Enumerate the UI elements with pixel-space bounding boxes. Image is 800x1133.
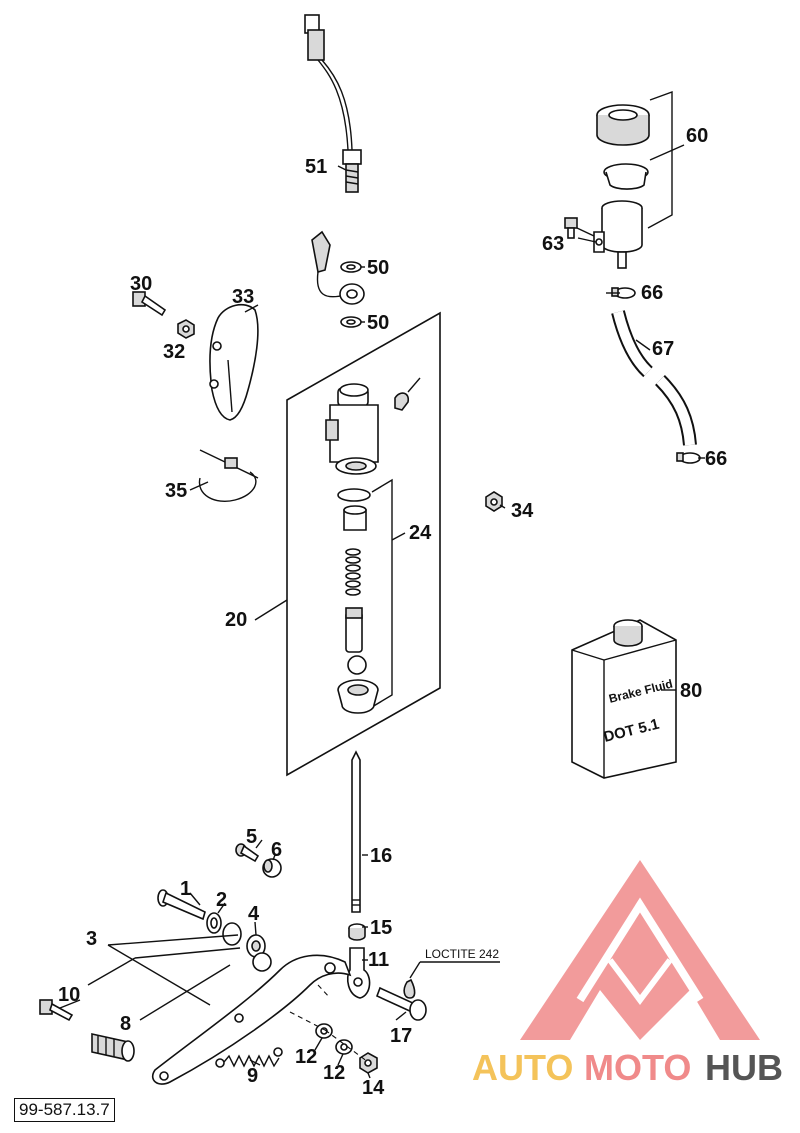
part-8-footrest xyxy=(91,1033,135,1062)
document-number: 99-587.13.7 xyxy=(14,1098,115,1122)
callout-3: 3 xyxy=(86,928,97,950)
leader-lines xyxy=(59,165,705,1079)
callout-15: 15 xyxy=(370,917,392,939)
callout-60: 60 xyxy=(686,125,708,147)
part-66-clamp-bottom xyxy=(676,452,701,464)
part-35-cable-tie xyxy=(198,449,259,502)
part-20-master-cylinder-body xyxy=(325,377,421,475)
callout-32: 32 xyxy=(163,341,185,363)
assembly-lines xyxy=(289,984,369,1063)
callout-50-a: 50 xyxy=(367,257,389,279)
callout-11: 11 xyxy=(368,949,389,971)
callout-12-a: 12 xyxy=(295,1046,317,1068)
part-30-bolt xyxy=(132,291,167,317)
callout-5: 5 xyxy=(246,826,257,848)
callout-14: 14 xyxy=(362,1077,385,1099)
callout-66-a: 66 xyxy=(641,282,663,304)
callout-10: 10 xyxy=(58,984,80,1006)
watermark-text: AUTO MOTO HUB xyxy=(472,1047,783,1088)
callout-80: 80 xyxy=(680,680,702,702)
callout-6: 6 xyxy=(271,839,282,861)
part-17-bolt xyxy=(375,986,427,1021)
part-80-brake-fluid-bottle: Brake Fluid DOT 5.1 xyxy=(571,619,677,779)
part-11-clevis xyxy=(346,947,371,999)
callout-51: 51 xyxy=(305,156,327,178)
callout-2: 2 xyxy=(216,889,227,911)
watermark-moto: MOTO xyxy=(584,1047,691,1088)
part-50-banjo xyxy=(311,230,365,328)
callout-17: 17 xyxy=(390,1025,412,1047)
part-67-hose xyxy=(611,310,697,446)
part-2-washer xyxy=(206,912,222,934)
part-14-nut xyxy=(359,1052,378,1074)
part-32-nut xyxy=(177,319,195,339)
callout-4: 4 xyxy=(248,903,260,925)
callout-9: 9 xyxy=(247,1065,258,1087)
callout-20: 20 xyxy=(225,609,247,631)
part-6-bushing xyxy=(262,858,282,878)
loctite-marker xyxy=(403,961,500,999)
callouts: 51 50 50 60 63 66 67 66 30 33 32 35 34 2… xyxy=(58,125,727,1099)
part-20-master-cylinder-frame xyxy=(286,311,441,777)
part-66-clamp-top xyxy=(611,287,636,299)
part-16-push-rod xyxy=(351,750,361,913)
callout-67: 67 xyxy=(652,338,674,360)
callout-1: 1 xyxy=(180,878,191,900)
part-24-piston-kit xyxy=(337,478,406,714)
part-1-bolt xyxy=(157,889,206,921)
part-12-washer-a xyxy=(315,1023,333,1039)
callout-63: 63 xyxy=(542,233,564,255)
spring xyxy=(345,548,361,596)
part-4-bushing xyxy=(222,922,266,958)
callout-66-b: 66 xyxy=(705,448,727,470)
watermark-hub: HUB xyxy=(705,1047,783,1088)
callout-35: 35 xyxy=(165,480,187,502)
part-51-sensor xyxy=(304,14,362,193)
callout-34: 34 xyxy=(511,500,534,522)
loctite-note: LOCTITE 242 xyxy=(425,947,499,961)
callout-30: 30 xyxy=(130,273,152,295)
part-60-reservoir xyxy=(593,91,685,269)
callout-8: 8 xyxy=(120,1013,131,1035)
callout-12-b: 12 xyxy=(323,1062,345,1084)
watermark-logo xyxy=(520,860,760,1040)
part-33-guard xyxy=(209,303,259,421)
part-12-washer-b xyxy=(335,1039,353,1055)
callout-16: 16 xyxy=(370,845,392,867)
part-5-screw xyxy=(235,843,260,863)
part-10-screw xyxy=(39,999,74,1022)
watermark-auto: AUTO xyxy=(472,1047,573,1088)
callout-50-b: 50 xyxy=(367,312,389,334)
part-34-nut xyxy=(485,491,503,512)
part-63-screw xyxy=(564,217,595,239)
callout-33: 33 xyxy=(232,286,254,308)
part-brake-pedal xyxy=(151,952,352,1085)
callout-24: 24 xyxy=(409,522,432,544)
part-15-nut xyxy=(348,923,366,941)
